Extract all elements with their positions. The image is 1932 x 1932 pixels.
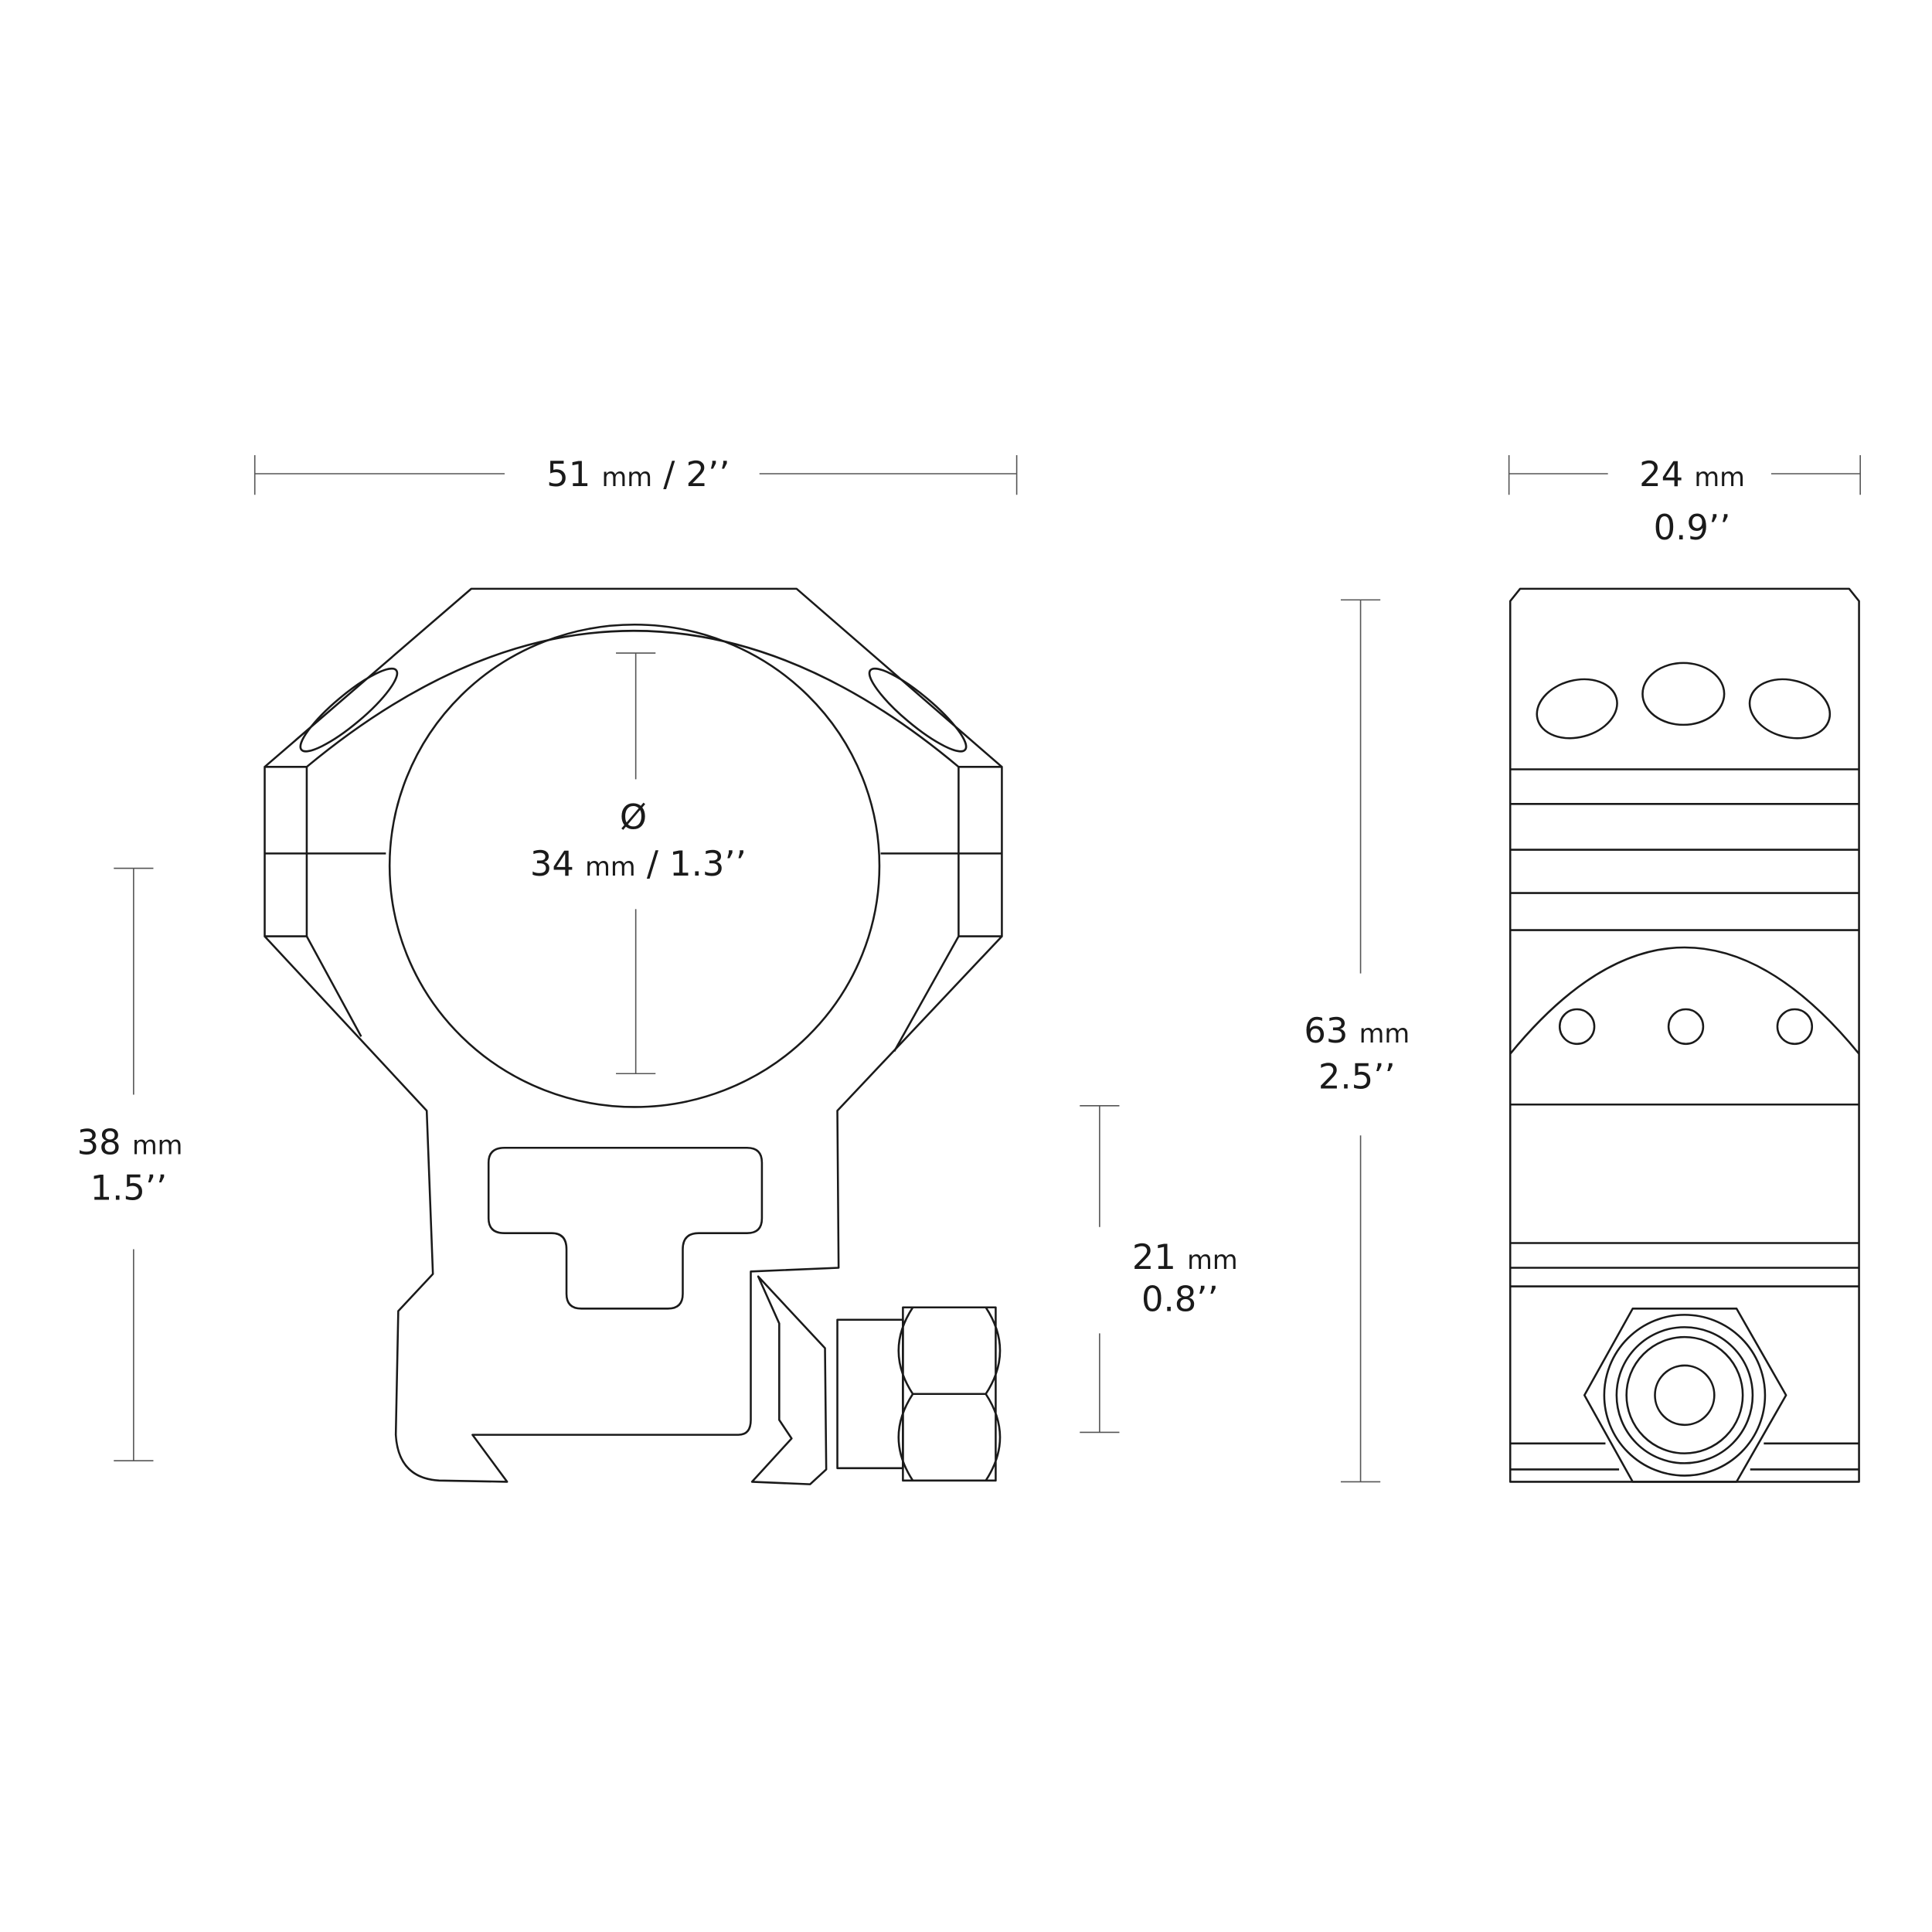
svg-text:2.5’’: 2.5’’ — [1318, 1056, 1396, 1097]
width-dimension-51mm: 51 mm / 2’’ — [253, 454, 1018, 495]
base-height-dimension-21mm: 21 mm 0.8’’ — [1080, 1105, 1238, 1434]
diameter-dimension-34mm: Ø 34 mm / 1.3’’ — [530, 652, 747, 1075]
svg-text:63 mm: 63 mm — [1304, 1010, 1410, 1051]
height-dimension-63mm: 63 mm 2.5’’ — [1304, 599, 1410, 1483]
svg-text:51 mm / 2’’: 51 mm / 2’’ — [546, 454, 730, 495]
svg-text:21 mm: 21 mm — [1132, 1236, 1238, 1277]
svg-text:34 mm / 1.3’’: 34 mm / 1.3’’ — [530, 843, 747, 884]
height-dimension-38mm: 38 mm 1.5’’ — [77, 867, 183, 1462]
svg-text:24 mm: 24 mm — [1639, 454, 1745, 495]
svg-text:0.8’’: 0.8’’ — [1141, 1279, 1219, 1320]
svg-text:Ø: Ø — [620, 796, 647, 837]
width-dimension-24mm: 24 mm 0.9’’ — [1508, 454, 1861, 548]
svg-text:0.9’’: 0.9’’ — [1654, 507, 1731, 548]
svg-text:1.5’’: 1.5’’ — [90, 1167, 168, 1208]
front-view-ring — [264, 587, 1003, 1485]
side-view-ring — [1509, 587, 1860, 1483]
svg-text:38 mm: 38 mm — [77, 1121, 183, 1162]
